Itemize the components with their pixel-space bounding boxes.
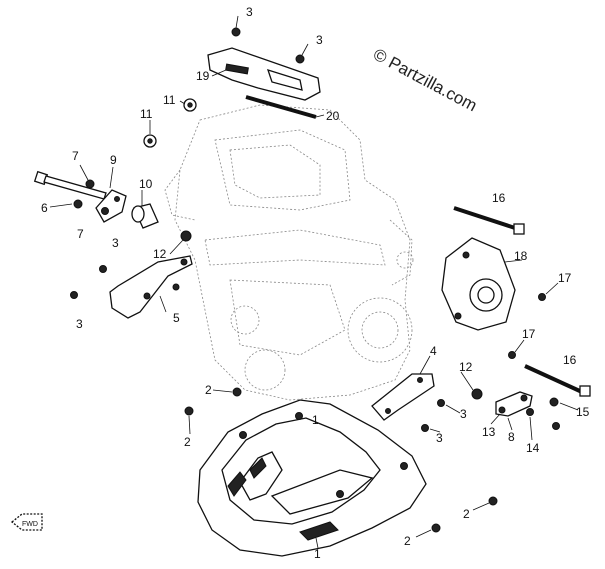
callout-11: 11 — [163, 93, 176, 107]
callout-3: 3 — [112, 236, 119, 250]
engine-guard — [197, 399, 427, 557]
bolt — [231, 27, 241, 37]
bolt — [508, 351, 516, 359]
bolt — [431, 523, 441, 533]
nut — [471, 388, 483, 400]
nut — [187, 102, 193, 108]
callout-15: 15 — [576, 405, 590, 419]
bolt — [526, 408, 534, 416]
left-l-bracket — [109, 255, 193, 319]
collar — [131, 203, 159, 229]
callout-7: 7 — [72, 149, 79, 163]
bolt — [184, 406, 194, 416]
callout-2: 2 — [463, 507, 470, 521]
bolt — [538, 293, 546, 301]
nut — [147, 138, 153, 144]
callout-1: 1 — [314, 547, 321, 561]
callout-2: 2 — [205, 383, 212, 397]
callout-2: 2 — [184, 435, 191, 449]
top-cover-plate — [207, 47, 321, 101]
callouts: 3 3 19 11 11 20 7 9 10 6 7 3 12 3 5 16 1… — [41, 5, 590, 561]
callout-3: 3 — [460, 407, 467, 421]
callout-17: 17 — [522, 327, 536, 341]
right-plate — [495, 391, 533, 417]
long-bolt-right-low — [524, 364, 583, 394]
callout-10: 10 — [139, 177, 153, 191]
bolt — [421, 424, 429, 432]
bolt — [73, 199, 83, 209]
callout-3: 3 — [436, 431, 443, 445]
callout-18: 18 — [514, 249, 528, 263]
bolt — [85, 179, 95, 189]
bolt-head — [513, 223, 525, 235]
bolt — [232, 387, 242, 397]
rod — [245, 95, 317, 119]
engine-ghost — [164, 104, 414, 401]
bolt — [488, 496, 498, 506]
callout-16: 16 — [563, 353, 577, 367]
bolt — [552, 422, 560, 430]
callout-7: 7 — [77, 227, 84, 241]
center-bracket — [371, 373, 435, 421]
long-bolt-left — [33, 170, 107, 200]
callout-17: 17 — [558, 271, 572, 285]
callout-2: 2 — [404, 534, 411, 548]
bolt-head — [579, 385, 591, 397]
callout-16: 16 — [492, 191, 506, 205]
long-bolt-right-top — [453, 206, 516, 230]
callout-1: 1 — [312, 413, 319, 427]
callout-19: 19 — [196, 69, 210, 83]
fwd-label: FWD — [22, 521, 38, 528]
callout-12: 12 — [459, 360, 473, 374]
bolt — [437, 399, 445, 407]
nut — [180, 230, 192, 242]
bolt — [99, 265, 107, 273]
watermark: © Partzilla.com — [370, 45, 480, 116]
leader-lines — [49, 15, 579, 549]
callout-11: 11 — [140, 107, 153, 121]
callout-6: 6 — [41, 201, 48, 215]
callout-12: 12 — [153, 247, 167, 261]
bolt — [295, 54, 305, 64]
fwd-arrow: FWD — [10, 513, 43, 531]
bolt — [70, 291, 78, 299]
callout-4: 4 — [430, 344, 437, 358]
callout-8: 8 — [508, 430, 515, 444]
bolt — [549, 397, 559, 407]
sprocket-cover — [441, 237, 516, 331]
callout-20: 20 — [326, 109, 340, 123]
callout-3: 3 — [246, 5, 253, 19]
callout-14: 14 — [526, 441, 540, 455]
callout-5: 5 — [173, 311, 180, 325]
left-bracket — [95, 189, 127, 223]
callout-9: 9 — [110, 153, 117, 167]
callout-3: 3 — [316, 33, 323, 47]
callout-3: 3 — [76, 317, 83, 331]
callout-13: 13 — [482, 425, 496, 439]
